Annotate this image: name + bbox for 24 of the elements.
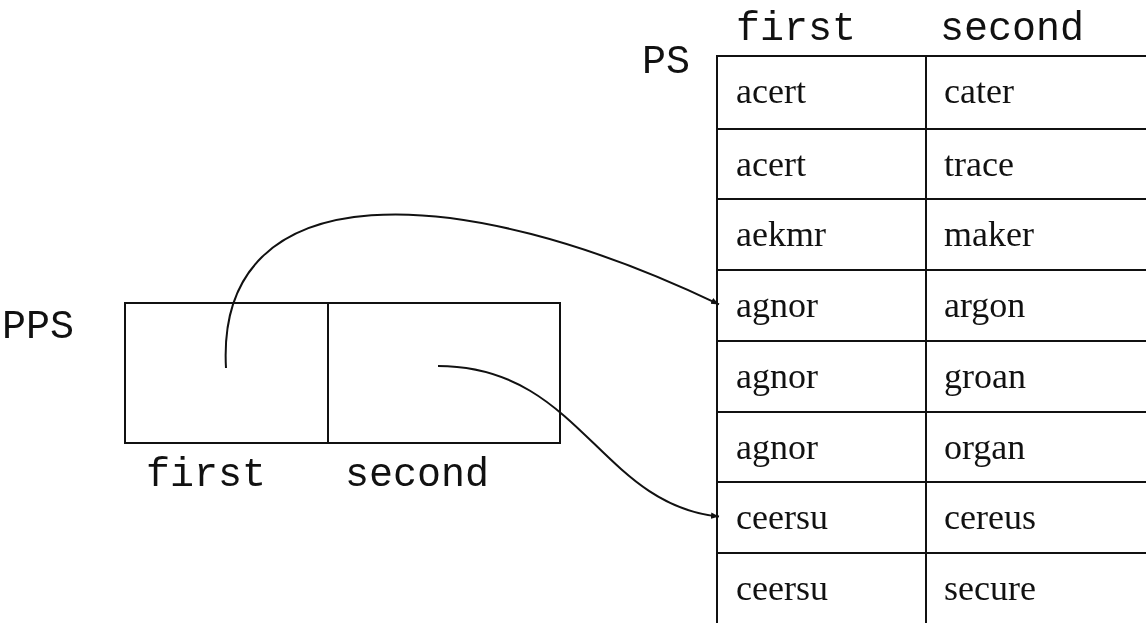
pointer-arrow bbox=[437, 365, 720, 519]
variable-name-label: PPS bbox=[2, 308, 74, 348]
word-text: argon bbox=[944, 287, 1026, 324]
sorted-key-text: aekmr bbox=[736, 216, 826, 253]
variable-name-label: PS bbox=[642, 43, 690, 83]
word-text: trace bbox=[944, 145, 1014, 182]
sorted-key-text: agnor bbox=[736, 428, 818, 465]
sorted-key-text: ceersu bbox=[736, 499, 828, 536]
sorted-key-text: ceersu bbox=[736, 569, 828, 606]
sorted-key-text: acert bbox=[736, 73, 806, 109]
word-text: cereus bbox=[944, 499, 1036, 536]
word-text: organ bbox=[944, 428, 1026, 465]
word-text: maker bbox=[944, 216, 1034, 253]
field-name-label: second bbox=[345, 456, 490, 496]
sorted-key-text: agnor bbox=[736, 357, 818, 394]
sorted-key-text: acert bbox=[736, 145, 806, 182]
word-text: cater bbox=[944, 73, 1014, 109]
word-text: groan bbox=[944, 357, 1026, 394]
sorted-key-text: agnor bbox=[736, 287, 818, 324]
pointer-arrow bbox=[225, 214, 720, 369]
column-header: second bbox=[940, 10, 1085, 50]
column-header: first bbox=[736, 10, 857, 50]
field-name-label: first bbox=[146, 456, 267, 496]
word-text: secure bbox=[944, 569, 1036, 606]
